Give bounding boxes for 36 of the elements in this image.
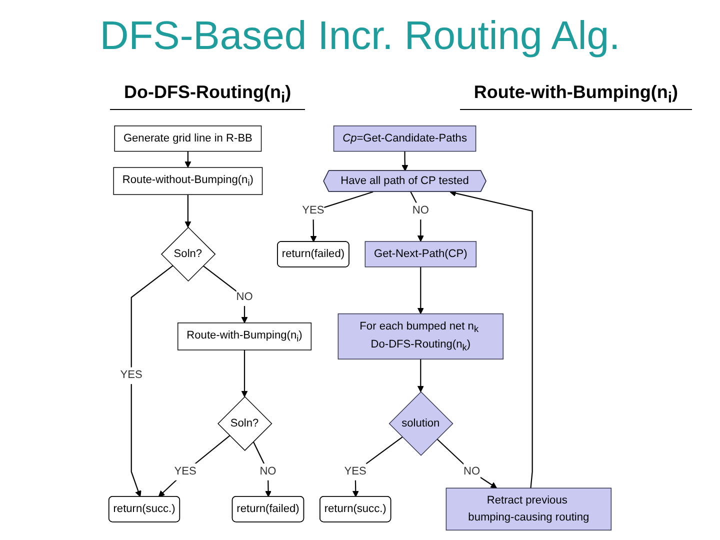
node-diamond: Soln? [160, 226, 216, 282]
arrow [158, 435, 230, 498]
node-box: Route-with-Bumping(n$_{i}$) [177, 322, 312, 350]
edge-label: YES [302, 204, 324, 217]
arrow [202, 265, 248, 324]
arrow [450, 190, 533, 488]
node-diamond: solution [388, 391, 454, 456]
edge-label: NO [236, 290, 253, 304]
arrow [402, 151, 408, 172]
edge-label: YES [174, 464, 196, 478]
arrow [184, 151, 192, 168]
arrow [436, 438, 498, 488]
arrow [130, 265, 174, 498]
edge-label: NO [260, 464, 276, 478]
section-heading: Route-with-Bumping(n$_{i}$) [460, 82, 692, 110]
arrow [184, 194, 192, 228]
edge-label: NO [412, 204, 429, 217]
node-box: For each bumped net n$_{k}$ Do-DFS-Routing(n$_{k}$) [338, 313, 504, 360]
node-box: Route-without-Bumping(n$_{i}$) [113, 167, 263, 195]
arrow [417, 266, 424, 314]
arrow [352, 436, 403, 498]
node-box: Get-Next-Path(CP) [364, 241, 477, 268]
node-diamond: Soln? [218, 396, 272, 451]
title: DFS-Based Incr. Routing Alg. [100, 14, 620, 59]
edge-label: YES [344, 464, 366, 478]
arrow [410, 192, 424, 242]
arrow [252, 441, 272, 498]
node-box: Cp=Get-Candidate-Paths [333, 126, 476, 152]
arrow [310, 191, 374, 242]
section-heading: Do-DFS-Routing(n$_{i}$) [110, 82, 306, 110]
edge-label: YES [120, 368, 142, 382]
arrow [417, 359, 424, 392]
arrow [241, 350, 248, 398]
edge-label: NO [464, 464, 480, 478]
node-box: Retract previous bumping-causing routing [446, 488, 612, 530]
node-box: Generate grid line in R-BB [114, 126, 262, 152]
